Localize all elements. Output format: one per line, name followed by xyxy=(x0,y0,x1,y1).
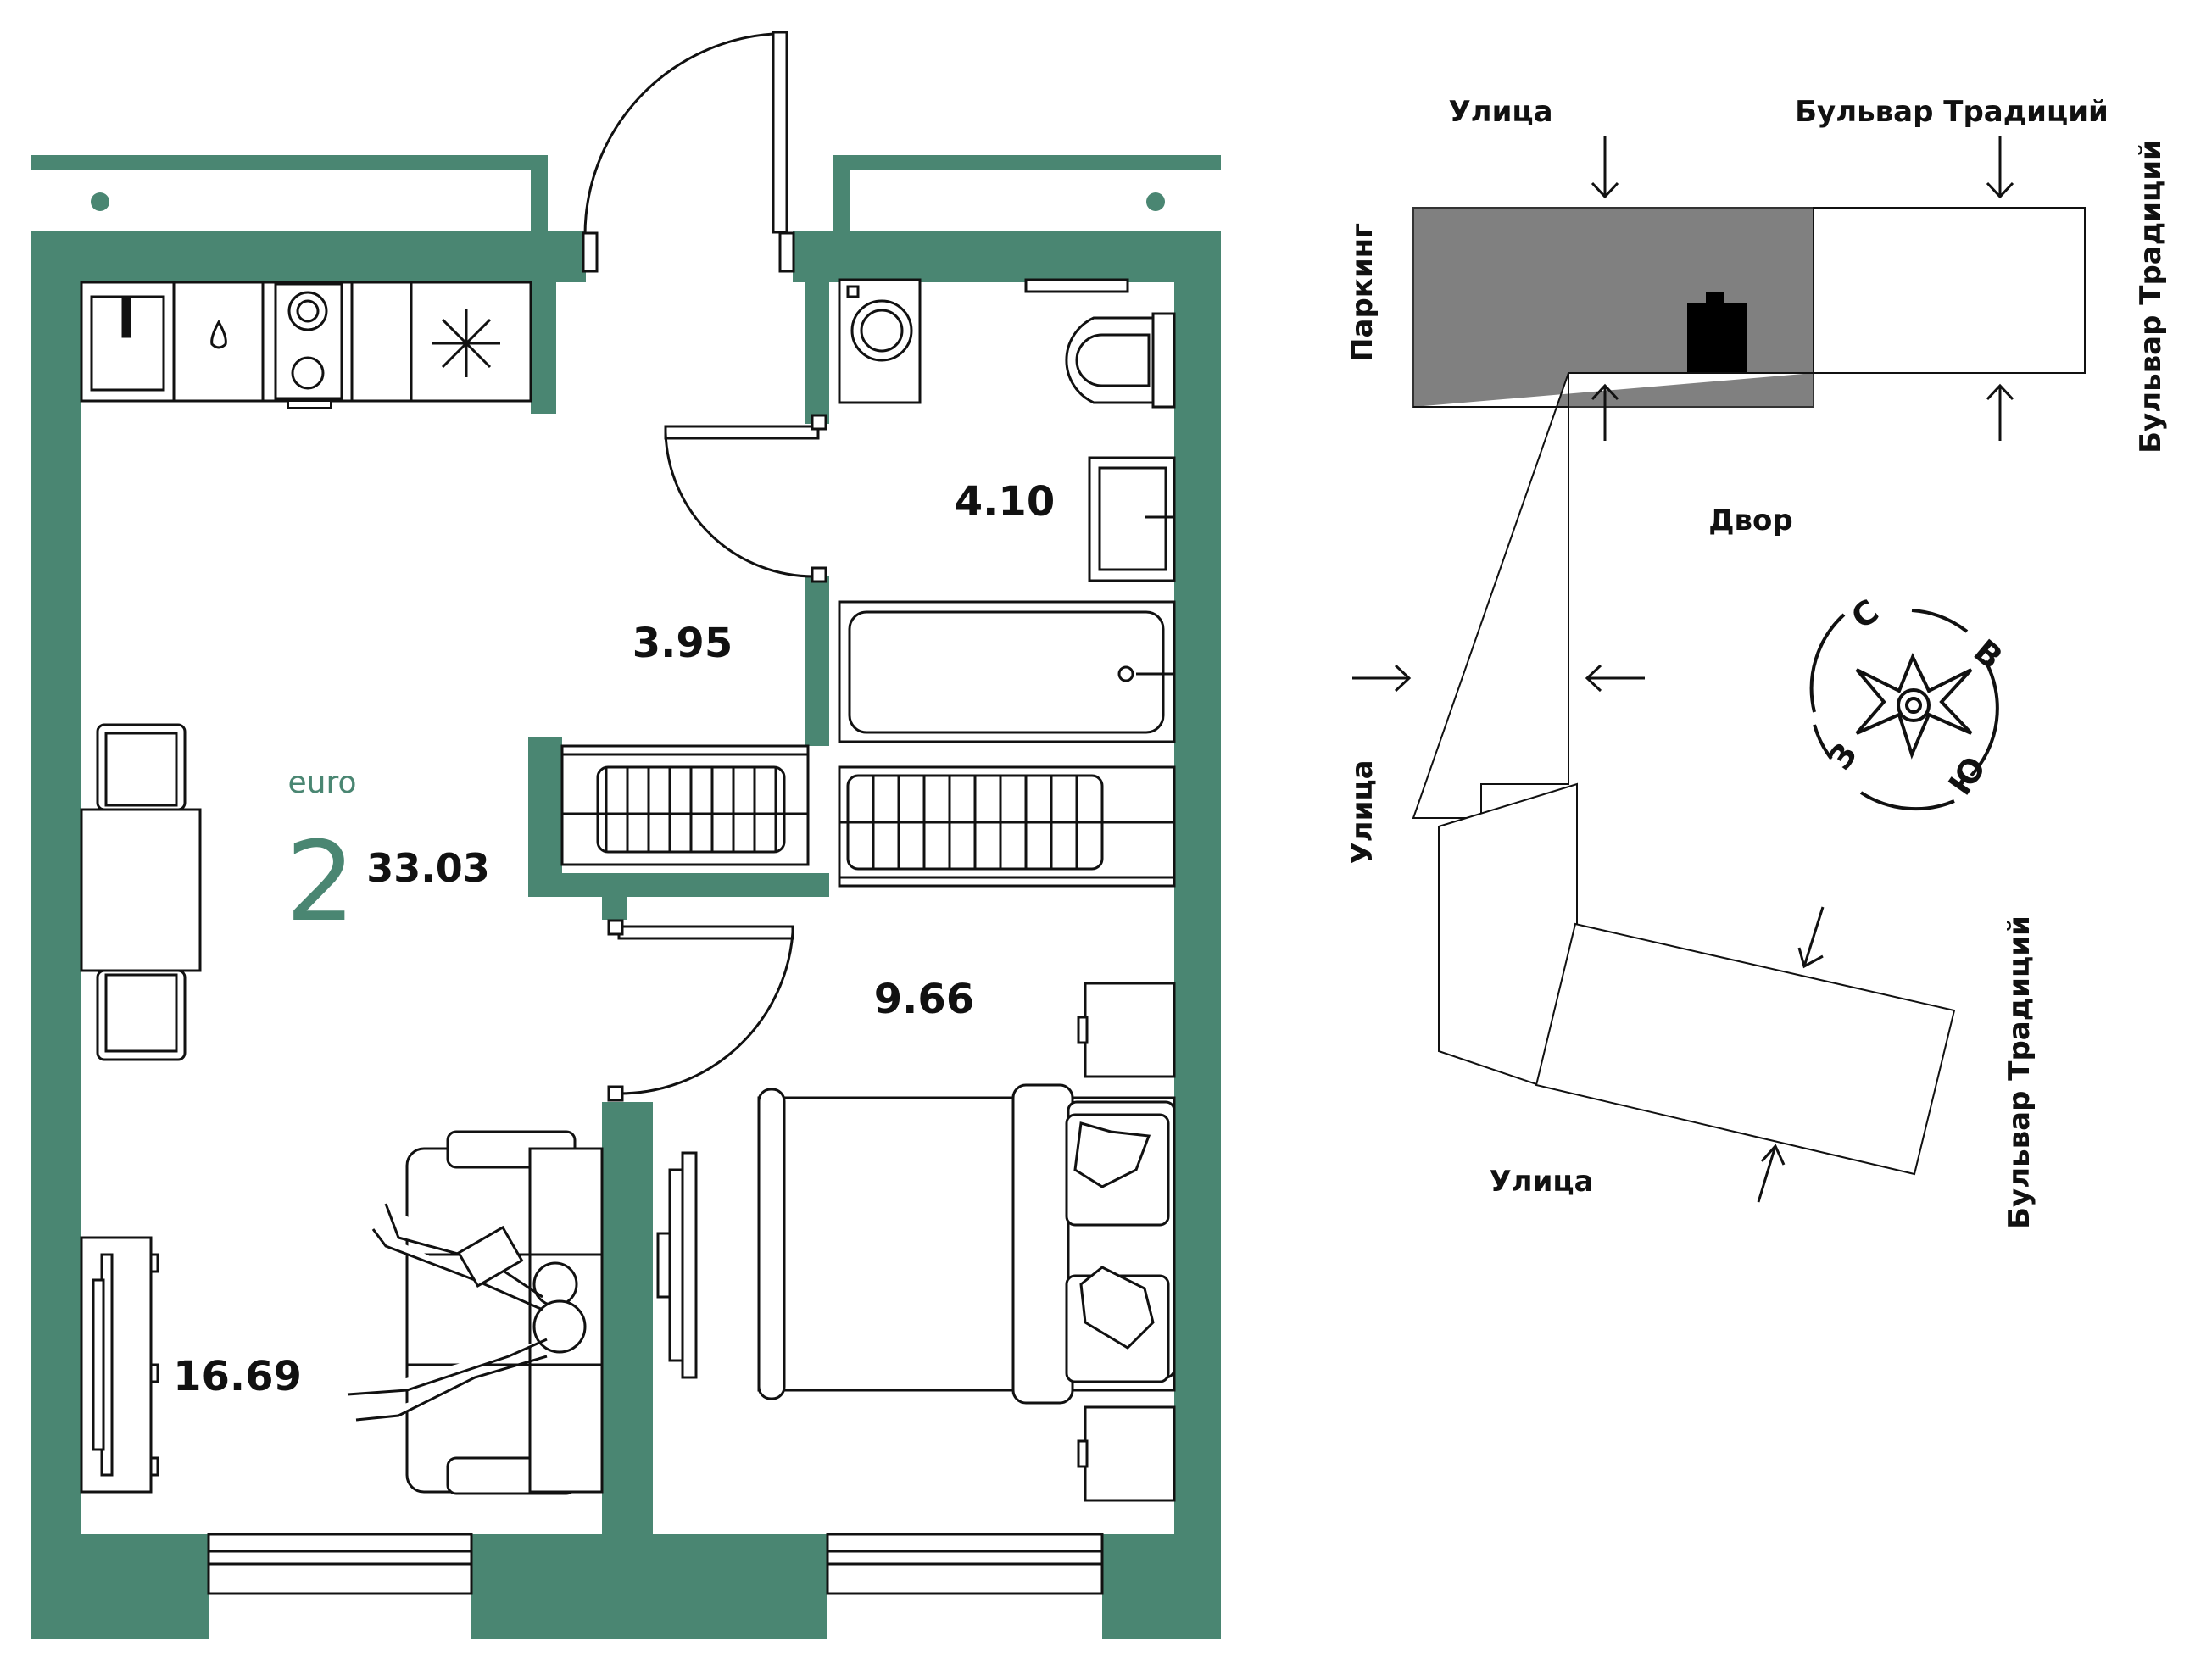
wall-bottom-right xyxy=(1102,1534,1221,1639)
entrance-door[interactable] xyxy=(582,31,795,273)
wall-bottom-middle xyxy=(471,1534,827,1639)
label-parking: Паркинг xyxy=(1346,223,1379,362)
fridge-snowflake-icon xyxy=(432,309,500,377)
wall-left xyxy=(31,231,81,1639)
bathroom-door[interactable] xyxy=(664,414,827,583)
balcony-post-right xyxy=(833,155,850,236)
bathtub-icon xyxy=(838,600,1176,743)
room-count: 2 xyxy=(286,817,356,946)
parking-entrance-marker xyxy=(1687,303,1747,373)
apartment-type: euro xyxy=(288,765,357,800)
balcony-dot-left xyxy=(91,192,109,211)
label-boulevard-right: Бульвар Традиций xyxy=(2134,140,2168,454)
toilet-icon xyxy=(1024,278,1176,409)
balcony-rail-left xyxy=(31,155,539,170)
wall-bath-left-lower xyxy=(805,576,829,746)
area-bedroom: 9.66 xyxy=(874,976,974,1023)
balcony-rail-right xyxy=(839,155,1221,170)
wall-bath-left-upper xyxy=(805,246,829,424)
bedroom-door[interactable] xyxy=(607,919,794,1102)
closet-shelf-right xyxy=(838,765,1176,888)
label-street-bottom: Улица xyxy=(1489,1165,1593,1199)
window-left xyxy=(207,1533,473,1595)
label-street-top: Улица xyxy=(1448,95,1552,129)
radiator-icon-2 xyxy=(846,774,1104,871)
label-street-left: Улица xyxy=(1346,760,1379,864)
area-living: 16.69 xyxy=(173,1353,302,1400)
wall-closet-stub xyxy=(602,890,627,920)
wall-kitchen-stub xyxy=(531,231,556,414)
arrow-icon xyxy=(1352,136,2014,1203)
building-top-right xyxy=(1813,207,2086,374)
people-icon xyxy=(347,1203,587,1422)
sink-icon xyxy=(90,295,165,392)
compass-icon xyxy=(1809,609,1999,811)
compass-east: В xyxy=(1967,632,2009,676)
closet-shelf-left xyxy=(560,744,810,866)
label-boulevard-top: Бульвар Традиций xyxy=(1795,95,2109,129)
bedroom-tv-icon xyxy=(656,1151,698,1379)
wall-closet-bottom xyxy=(528,873,829,897)
building-left-wing xyxy=(1412,372,1814,819)
table-icon xyxy=(80,808,202,972)
area-bathroom: 4.10 xyxy=(955,478,1055,526)
total-area: 33.03 xyxy=(366,845,490,891)
nightstand-icon xyxy=(1077,982,1176,1502)
chair-icon xyxy=(96,723,187,1061)
wall-bedroom-left xyxy=(602,1102,653,1551)
parking-entrance-marker-top xyxy=(1706,292,1724,304)
bed-icon xyxy=(757,1083,1176,1405)
balcony-dot-right xyxy=(1146,192,1165,211)
compass-west: З xyxy=(1821,737,1865,776)
building-bottom-wing xyxy=(1535,922,1956,1176)
wall-right xyxy=(1174,231,1221,1639)
water-drop-icon xyxy=(210,319,227,349)
site-plan: С В Ю З Улица Бульвар Традиций Бульвар Т… xyxy=(1346,95,2168,1229)
radiator-icon xyxy=(596,765,786,854)
area-hallway: 3.95 xyxy=(632,620,733,667)
wall-top-right xyxy=(793,231,1221,282)
window-right xyxy=(826,1533,1104,1595)
counter-base-line xyxy=(287,400,332,409)
balcony-post-left xyxy=(531,155,548,236)
washing-machine-icon xyxy=(838,278,922,404)
tv-icon xyxy=(80,1236,159,1494)
label-boulevard-bottom-right: Бульвар Традиций xyxy=(2003,915,2036,1229)
wall-closet-left xyxy=(528,737,562,894)
wall-top-left xyxy=(31,231,586,282)
bath-sink-icon xyxy=(1088,456,1176,582)
wall-bottom-left xyxy=(31,1534,209,1639)
sofa-icon xyxy=(405,1130,604,1495)
compass-north: С xyxy=(1845,593,1886,637)
apartment-plan: 4.10 3.95 9.66 16.69 euro 2 33.03 xyxy=(31,31,1221,1639)
stove-icon xyxy=(274,282,343,400)
label-yard: Двор xyxy=(1708,504,1793,537)
